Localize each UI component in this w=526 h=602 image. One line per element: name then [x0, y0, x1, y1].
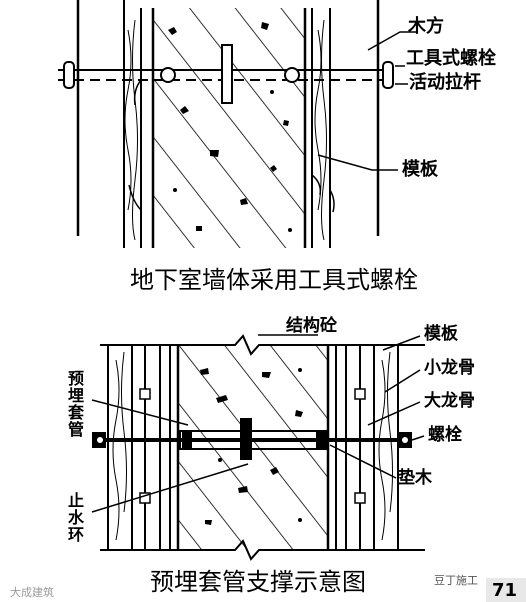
label-concrete: 结构砼 — [286, 316, 337, 336]
brand-watermark: 豆丁施工 — [434, 574, 478, 587]
left-shim-block-upper — [139, 388, 151, 400]
top-tie-rod — [58, 44, 394, 104]
label-shim: 垫木 — [398, 468, 432, 488]
caption-bottom: 预埋套管支撑示意图 — [150, 568, 366, 596]
page-number-box — [486, 578, 526, 602]
watermark-left: 大成建筑 — [10, 586, 54, 599]
top-aggregate-dots — [168, 22, 292, 232]
bottom-sleeve-figure — [91, 334, 425, 561]
bottom-aggregate-dots — [200, 368, 303, 525]
bottom-leader-lines — [91, 334, 425, 513]
bottom-left-formwork — [107, 345, 171, 550]
label-large-keel: 大龙骨 — [424, 391, 475, 411]
label-tie-rod: 活动拉杆 — [409, 72, 481, 93]
label-sleeve: 预埋套管 — [67, 369, 84, 439]
label-timber: 木方 — [408, 16, 444, 37]
bottom-bolt-assembly — [92, 418, 412, 460]
label-formwork-bottom: 模板 — [424, 324, 458, 344]
top-right-formwork — [311, 8, 335, 248]
bottom-right-formwork — [335, 345, 399, 550]
page-number: 71 — [492, 580, 518, 601]
label-water-stop: 止水环 — [67, 491, 84, 544]
label-tool-bolt: 工具式螺栓 — [406, 48, 496, 69]
label-small-keel: 小龙骨 — [424, 358, 475, 378]
top-left-formwork — [123, 0, 142, 248]
right-shim-block-lower — [354, 492, 366, 504]
top-leader-lines — [317, 31, 418, 171]
top-wall-figure — [58, 0, 418, 248]
caption-top: 地下室墙体采用工具式螺栓 — [130, 266, 418, 294]
bottom-concrete-core — [178, 345, 328, 550]
label-formwork-top: 模板 — [402, 159, 438, 180]
right-shim-block-upper — [354, 388, 366, 400]
label-bolt: 螺栓 — [428, 425, 462, 445]
